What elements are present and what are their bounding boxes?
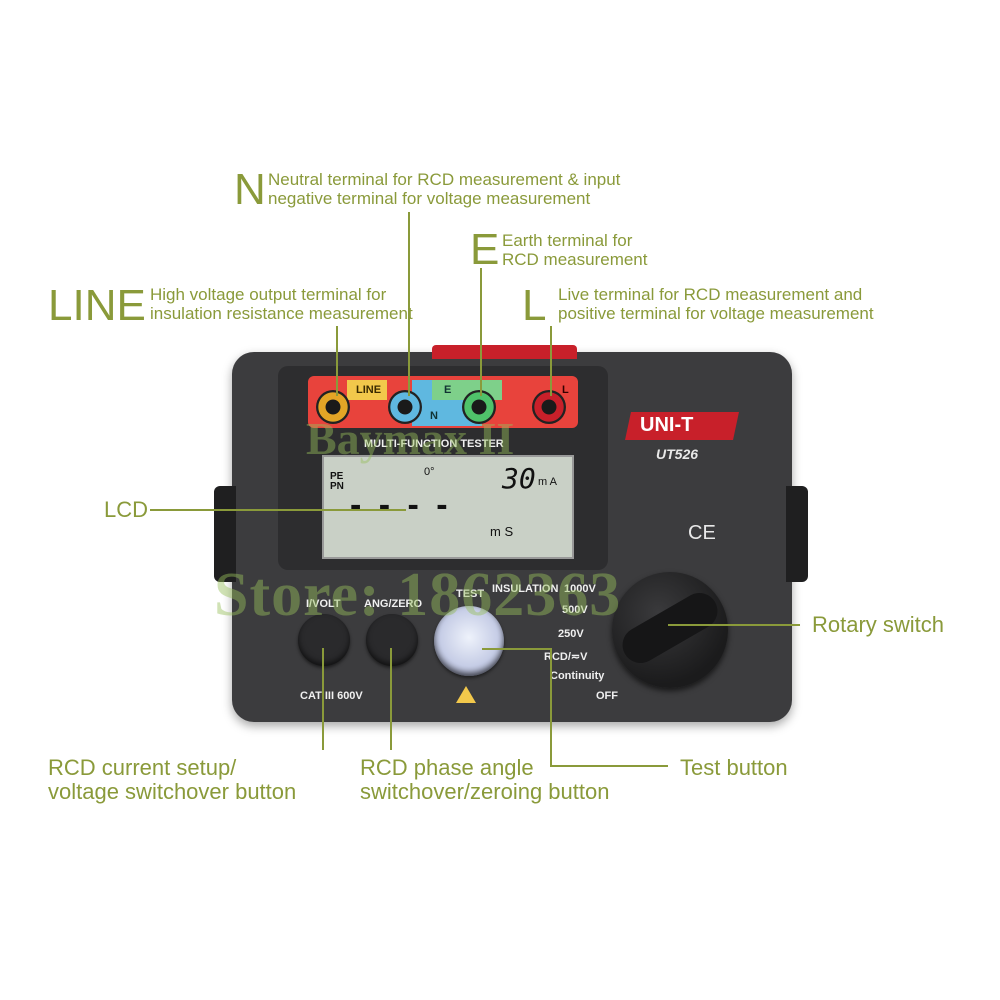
lcd-leader bbox=[150, 509, 406, 511]
switch-pos-250v: 250V bbox=[558, 628, 584, 640]
switch-pos-500v: 500V bbox=[562, 604, 588, 616]
e-desc-line-2: RCD measurement bbox=[502, 250, 648, 269]
test-leader-v bbox=[550, 648, 552, 766]
top-cap bbox=[432, 345, 577, 359]
test-label: TEST bbox=[456, 588, 485, 600]
ivolt-leader bbox=[322, 648, 324, 750]
lcd-label: LCD bbox=[104, 497, 149, 522]
tester-title: MULTI-FUNCTION TESTER bbox=[364, 438, 504, 450]
line-desc-line-1: High voltage output terminal for bbox=[150, 285, 387, 304]
l-terminal-jack[interactable] bbox=[532, 390, 566, 424]
angzero-label: ANG/ZERO bbox=[364, 598, 423, 610]
n-letter: N bbox=[234, 165, 266, 214]
test-leader-out bbox=[550, 765, 668, 767]
l-desc-line-2: positive terminal for voltage measuremen… bbox=[558, 304, 874, 323]
l-letter: L bbox=[522, 281, 547, 330]
e-desc-line-1: Earth terminal for bbox=[502, 231, 633, 250]
n-description: Neutral terminal for RCD measurement & i… bbox=[268, 170, 620, 208]
n-terminal-jack[interactable] bbox=[388, 390, 422, 424]
e-terminal-jack[interactable] bbox=[462, 390, 496, 424]
lcd-pn: PN bbox=[330, 481, 344, 492]
lcd-current-unit: m A bbox=[538, 476, 557, 488]
e-letter: E bbox=[470, 225, 500, 274]
n-desc-line-2: negative terminal for voltage measuremen… bbox=[268, 189, 591, 208]
angzero-button[interactable] bbox=[366, 614, 418, 666]
terminal-line-label: LINE bbox=[356, 384, 382, 396]
lcd-time-unit: m S bbox=[490, 524, 514, 539]
l-description: Live terminal for RCD measurement and po… bbox=[558, 285, 874, 323]
lcd-screen bbox=[322, 455, 574, 559]
model-name: UT526 bbox=[656, 446, 699, 462]
e-leader bbox=[480, 268, 482, 396]
rcd-current-line-1: RCD current setup/ bbox=[48, 755, 237, 780]
right-clip bbox=[786, 486, 808, 582]
ce-mark: CE bbox=[688, 522, 716, 544]
l-leader bbox=[550, 326, 552, 396]
rotary-label: Rotary switch bbox=[812, 612, 945, 637]
line-letter: LINE bbox=[48, 281, 146, 330]
terminal-e-label: E bbox=[444, 384, 452, 396]
switch-pos-off: OFF bbox=[596, 690, 618, 702]
warning-icon bbox=[456, 686, 476, 703]
brand-name: UNI-T bbox=[640, 414, 694, 436]
rcd-current-label: RCD current setup/ voltage switchover bu… bbox=[48, 756, 296, 804]
line-description: High voltage output terminal for insulat… bbox=[150, 285, 413, 323]
switch-insulation-label: INSULATION bbox=[492, 583, 559, 595]
test-button-label: Test button bbox=[680, 755, 788, 780]
rcd-current-line-2: voltage switchover button bbox=[48, 779, 297, 804]
watermark-line-2: Store: 1862363 bbox=[214, 561, 622, 629]
lcd-current: 30 bbox=[502, 462, 536, 495]
lcd-pe-pn: PE PN bbox=[330, 472, 344, 492]
rcd-phase-line-1: RCD phase angle bbox=[360, 755, 534, 780]
lcd-angle: 0° bbox=[424, 466, 435, 478]
line-leader bbox=[336, 326, 338, 396]
line-desc-line-2: insulation resistance measurement bbox=[150, 304, 413, 323]
terminal-l-label: L bbox=[562, 384, 569, 396]
terminal-n-label: N bbox=[430, 410, 438, 422]
angzero-leader bbox=[390, 648, 392, 750]
rotary-leader bbox=[668, 624, 800, 626]
line-terminal-jack[interactable] bbox=[316, 390, 350, 424]
l-desc-line-1: Live terminal for RCD measurement and bbox=[558, 285, 863, 304]
n-desc-line-1: Neutral terminal for RCD measurement & i… bbox=[268, 170, 621, 189]
ivolt-label: I/VOLT bbox=[306, 598, 341, 610]
switch-pos-rcd: RCD/≂V bbox=[544, 651, 588, 663]
lcd-pe: PE bbox=[330, 471, 344, 482]
rcd-phase-line-2: switchover/zeroing button bbox=[360, 779, 610, 804]
e-description: Earth terminal for RCD measurement bbox=[502, 231, 648, 269]
n-leader bbox=[408, 212, 410, 396]
switch-pos-1000v: 1000V bbox=[564, 583, 596, 595]
test-leader-h bbox=[482, 648, 552, 650]
line-tag bbox=[347, 380, 387, 400]
test-button[interactable] bbox=[434, 606, 504, 676]
rcd-phase-label: RCD phase angle switchover/zeroing butto… bbox=[360, 756, 609, 804]
ivolt-button[interactable] bbox=[298, 614, 350, 666]
switch-pos-continuity: Continuity bbox=[550, 670, 605, 682]
lcd-dashes: - - - - bbox=[350, 486, 452, 524]
watermark-line-1: Baymax II bbox=[306, 413, 515, 464]
cat-rating: CAT III 600V bbox=[300, 690, 363, 702]
